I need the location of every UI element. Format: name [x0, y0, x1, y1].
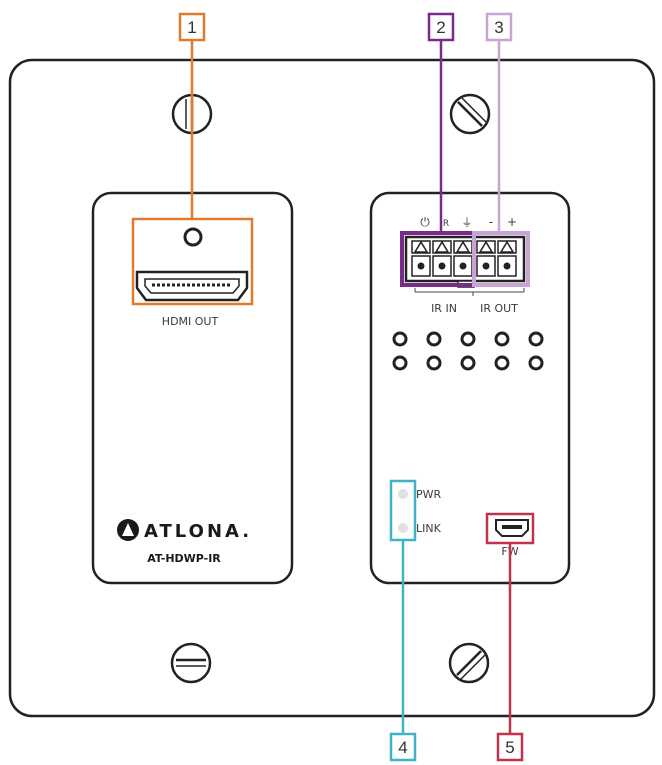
pwr-led-label: PWR	[416, 488, 442, 501]
callout-5: 5	[485, 512, 535, 762]
screw-bottom-left-icon	[170, 642, 212, 684]
callout-4: 4	[389, 479, 417, 762]
ir-out-label: IR OUT	[480, 302, 518, 315]
power-symbol: ⏻	[420, 215, 430, 229]
callout-1-number: 1	[187, 18, 196, 37]
hdmi-out-label: HDMI OUT	[162, 315, 219, 328]
callout-3-number: 3	[494, 18, 503, 37]
ir-in-label: IR IN	[431, 302, 457, 315]
ground-symbol: ⏚	[462, 216, 473, 229]
link-led-icon	[398, 523, 408, 533]
minus-symbol: -	[489, 215, 493, 229]
screw-top-right-icon	[449, 93, 491, 135]
plus-symbol: +	[507, 215, 517, 229]
callout-5-number: 5	[505, 738, 514, 757]
pwr-led-icon	[398, 489, 408, 499]
callout-3: 3	[472, 12, 530, 287]
link-led-label: LINK	[416, 522, 442, 535]
hdmi-port-icon	[135, 227, 249, 302]
callout-1: 1	[131, 12, 254, 306]
callout-4-number: 4	[398, 738, 407, 757]
ir-terminal-block-icon	[404, 235, 526, 288]
model-name: AT-HDWP-IR	[147, 552, 221, 565]
atlona-logo-icon	[117, 519, 139, 541]
callout-2-number: 2	[436, 18, 445, 37]
brand-logo-text: ATLONA.	[144, 521, 252, 542]
usb-fw-port-icon	[495, 519, 529, 537]
screw-bottom-right-icon	[448, 642, 490, 684]
ir-window-holes	[392, 331, 544, 371]
ir-symbol: R	[443, 219, 449, 229]
right-insert-panel	[369, 191, 571, 585]
